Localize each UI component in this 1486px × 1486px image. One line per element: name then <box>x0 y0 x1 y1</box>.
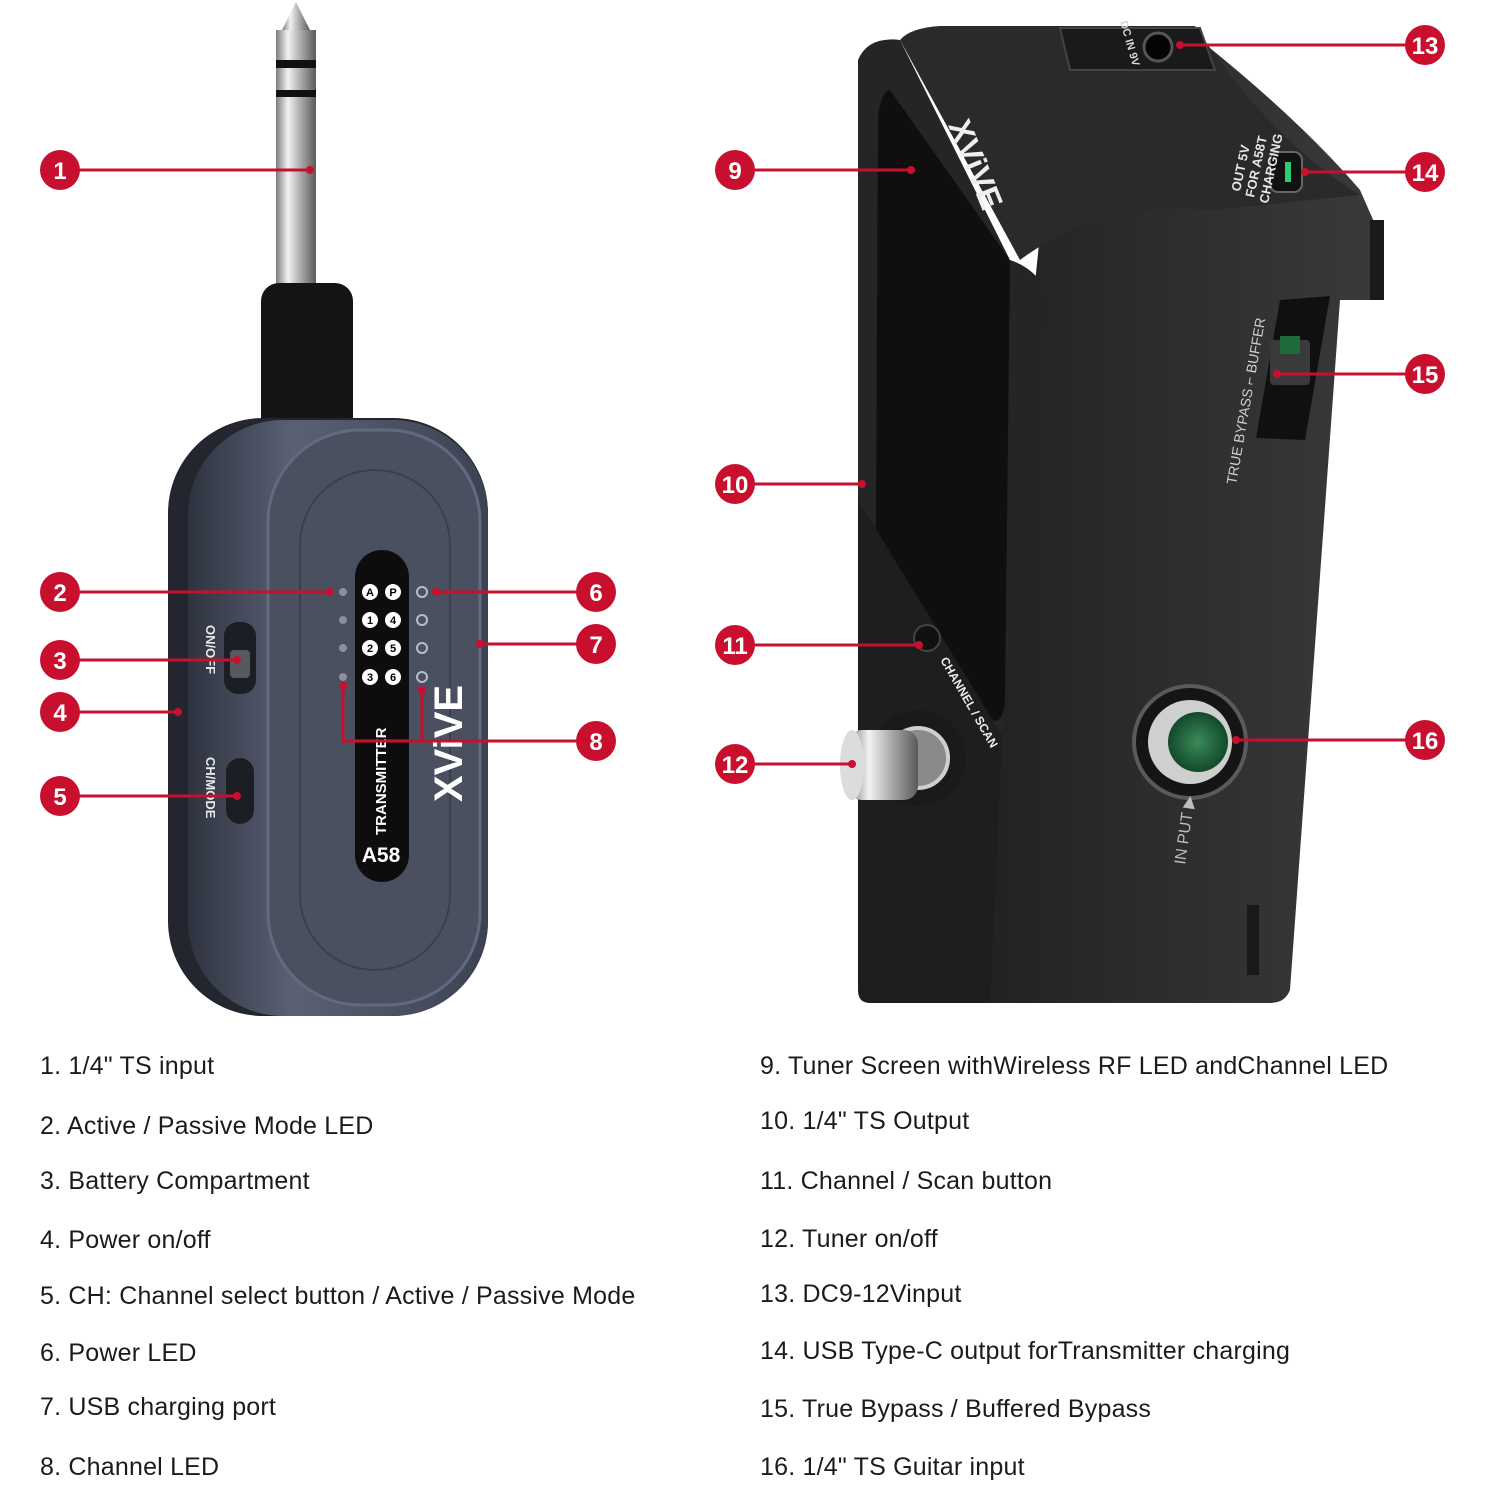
legend-item-11: 11. Channel / Scan button <box>760 1167 1053 1195</box>
led-label-a: A <box>366 587 374 599</box>
svg-text:15: 15 <box>1412 362 1439 389</box>
led-label-ch5: 5 <box>390 643 396 655</box>
svg-text:2: 2 <box>53 580 66 607</box>
legend-item-16: 16. 1/4" TS Guitar input <box>760 1453 1025 1481</box>
svg-text:4: 4 <box>53 700 67 727</box>
led-label-ch3: 3 <box>367 672 373 684</box>
svg-text:9: 9 <box>728 158 741 185</box>
callout-12: 12 <box>715 744 755 784</box>
legend-item-15: 15. True Bypass / Buffered Bypass <box>760 1395 1152 1423</box>
tuner-footswitch <box>848 730 918 800</box>
receiver-side-panel <box>990 40 1382 1003</box>
callout-8: 8 <box>576 721 616 761</box>
svg-text:13: 13 <box>1412 33 1439 60</box>
callout-6: 6 <box>576 572 616 612</box>
callout-dots <box>174 41 1309 800</box>
callout-badges: 1 2 3 4 5 6 7 8 9 10 11 12 13 14 15 16 <box>40 25 1445 816</box>
callout-3: 3 <box>40 640 80 680</box>
callout-9: 9 <box>715 150 755 190</box>
svg-text:14: 14 <box>1412 160 1439 187</box>
legend-item-8: 8. Channel LED <box>40 1453 220 1481</box>
legend-item-1: 1. 1/4" TS input <box>40 1052 215 1080</box>
ch-mode-button <box>226 758 254 824</box>
product-illustration: A P 1 4 2 5 3 6 TRANSMITTER A58 XViVE ON… <box>40 2 1445 1016</box>
transmitter-label: TRANSMITTER <box>373 727 390 835</box>
callout-5: 5 <box>40 776 80 816</box>
svg-text:7: 7 <box>589 632 602 659</box>
callout-15: 15 <box>1405 354 1445 394</box>
legend-item-6: 6. Power LED <box>40 1339 197 1367</box>
callout-lines <box>60 43 1425 798</box>
plug-neck <box>261 283 353 443</box>
legend-item-3: 3. Battery Compartment <box>40 1167 310 1195</box>
legend-item-7: 7. USB charging port <box>40 1393 277 1421</box>
legend-item-12: 12. Tuner on/off <box>760 1225 938 1253</box>
dc-jack <box>1142 31 1174 63</box>
receiver-device: XViVE DC IN 9V OUT 5V FOR A58T CHARGING … <box>840 20 1384 1003</box>
callout-11: 11 <box>715 625 755 665</box>
plug-sleeve <box>276 97 316 287</box>
plug-tip <box>282 2 310 30</box>
legend-item-10: 10. 1/4" TS Output <box>760 1107 970 1135</box>
callout-16: 16 <box>1405 720 1445 760</box>
callout-7: 7 <box>576 624 616 664</box>
model-label: A58 <box>362 844 401 867</box>
transmitter-display <box>355 550 409 882</box>
legend-item-9: 9. Tuner Screen withWireless RF LED andC… <box>760 1052 1389 1080</box>
ch-mode-label: CH/MODE <box>203 757 218 819</box>
callout-1: 1 <box>40 150 80 190</box>
led-label-ch2: 2 <box>367 643 373 655</box>
svg-text:12: 12 <box>722 752 749 779</box>
legend-item-13: 13. DC9-12Vinput <box>760 1280 962 1308</box>
tuner-screen <box>875 90 1010 721</box>
svg-text:3: 3 <box>53 648 66 675</box>
transmitter-device: A P 1 4 2 5 3 6 TRANSMITTER A58 XViVE ON… <box>168 2 488 1016</box>
callout-10: 10 <box>715 464 755 504</box>
legend-item-2: 2. Active / Passive Mode LED <box>40 1112 374 1140</box>
svg-text:8: 8 <box>589 729 602 756</box>
led-label-ch6: 6 <box>390 672 396 684</box>
on-off-label: ON/OFF <box>203 625 218 674</box>
svg-text:6: 6 <box>589 580 602 607</box>
svg-text:1: 1 <box>53 158 66 185</box>
xvive-logo: XViVE <box>427 685 471 802</box>
led-label-ch1: 1 <box>367 615 373 627</box>
callout-2: 2 <box>40 572 80 612</box>
callout-14: 14 <box>1405 152 1445 192</box>
callout-4: 4 <box>40 692 80 732</box>
legend-item-5: 5. CH: Channel select button / Active / … <box>40 1282 636 1310</box>
callout-13: 13 <box>1405 25 1445 65</box>
svg-text:10: 10 <box>722 472 749 499</box>
legend-item-4: 4. Power on/off <box>40 1226 211 1254</box>
svg-text:5: 5 <box>53 784 66 811</box>
svg-text:11: 11 <box>722 633 747 660</box>
led-label-p: P <box>389 587 396 599</box>
svg-text:16: 16 <box>1412 728 1439 755</box>
led-label-ch4: 4 <box>390 615 397 627</box>
legend-item-14: 14. USB Type-C output forTransmitter cha… <box>760 1337 1291 1365</box>
